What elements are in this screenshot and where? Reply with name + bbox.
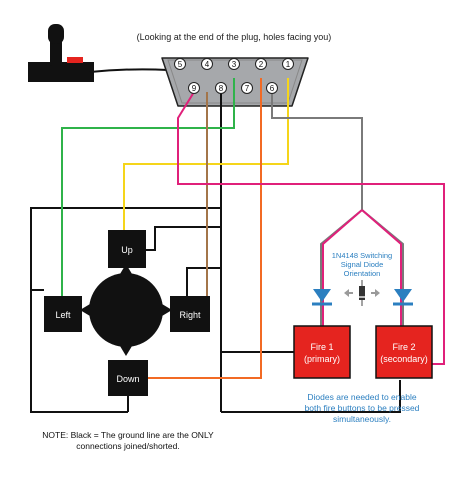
up-button: Up	[108, 230, 146, 268]
fire1-wire	[271, 92, 363, 210]
ground-note-line2: connections joined/shorted.	[76, 441, 180, 451]
svg-text:Left: Left	[55, 310, 71, 320]
diode-note-line2: both fire buttons to be pressed	[305, 403, 420, 413]
svg-text:(secondary): (secondary)	[380, 354, 428, 364]
diode-label-line3: Orientation	[344, 269, 381, 278]
svg-text:1: 1	[286, 60, 291, 69]
svg-text:3: 3	[232, 60, 237, 69]
pin-3: 3	[228, 58, 240, 70]
pin-5: 5	[174, 58, 186, 70]
joystick-icon	[28, 24, 94, 82]
diode-label-line1: 1N4148 Switching	[332, 251, 392, 260]
pin-6: 6	[266, 82, 278, 94]
svg-text:4: 4	[205, 60, 210, 69]
left-button: Left	[44, 296, 82, 332]
direction-pad	[80, 264, 172, 356]
svg-text:5: 5	[178, 60, 183, 69]
diode-note-line3: simultaneously.	[333, 414, 391, 424]
fire2-wire	[177, 91, 445, 365]
svg-text:Fire 2: Fire 2	[392, 342, 415, 352]
header-caption: (Looking at the end of the plug, holes f…	[137, 32, 332, 42]
svg-text:Right: Right	[179, 310, 201, 320]
pin-4: 4	[201, 58, 213, 70]
svg-text:2: 2	[259, 60, 264, 69]
arrow-right-icon	[162, 304, 172, 316]
pin-8: 8	[215, 82, 227, 94]
diode-fire2	[393, 289, 413, 306]
pin-7: 7	[241, 82, 253, 94]
diode-note-line1: Diodes are needed to enable	[307, 392, 416, 402]
ground-note-line1: NOTE: Black = The ground line are the ON…	[42, 430, 214, 440]
down-wire	[148, 78, 262, 379]
fire1-button: Fire 1 (primary)	[293, 325, 351, 379]
svg-text:7: 7	[245, 84, 250, 93]
svg-text:(primary): (primary)	[304, 354, 340, 364]
svg-text:Down: Down	[116, 374, 139, 384]
left-wire	[61, 78, 235, 296]
diode-orientation-icon	[344, 280, 380, 306]
joystick-cable	[89, 68, 169, 73]
right-button: Right	[170, 296, 210, 332]
svg-text:Fire 1: Fire 1	[310, 342, 333, 352]
svg-text:9: 9	[192, 84, 197, 93]
svg-text:6: 6	[270, 84, 275, 93]
arrow-up-icon	[120, 264, 132, 274]
pin-9: 9	[188, 82, 200, 94]
diode-fire1	[312, 289, 332, 306]
down-button: Down	[108, 360, 148, 396]
fire2-button: Fire 2 (secondary)	[375, 325, 433, 379]
diode-label-line2: Signal Diode	[341, 260, 384, 269]
svg-text:Up: Up	[121, 245, 133, 255]
arrow-down-icon	[120, 346, 132, 356]
pin-1: 1	[282, 58, 294, 70]
pin-2: 2	[255, 58, 267, 70]
arrow-left-icon	[80, 304, 90, 316]
svg-text:8: 8	[219, 84, 224, 93]
